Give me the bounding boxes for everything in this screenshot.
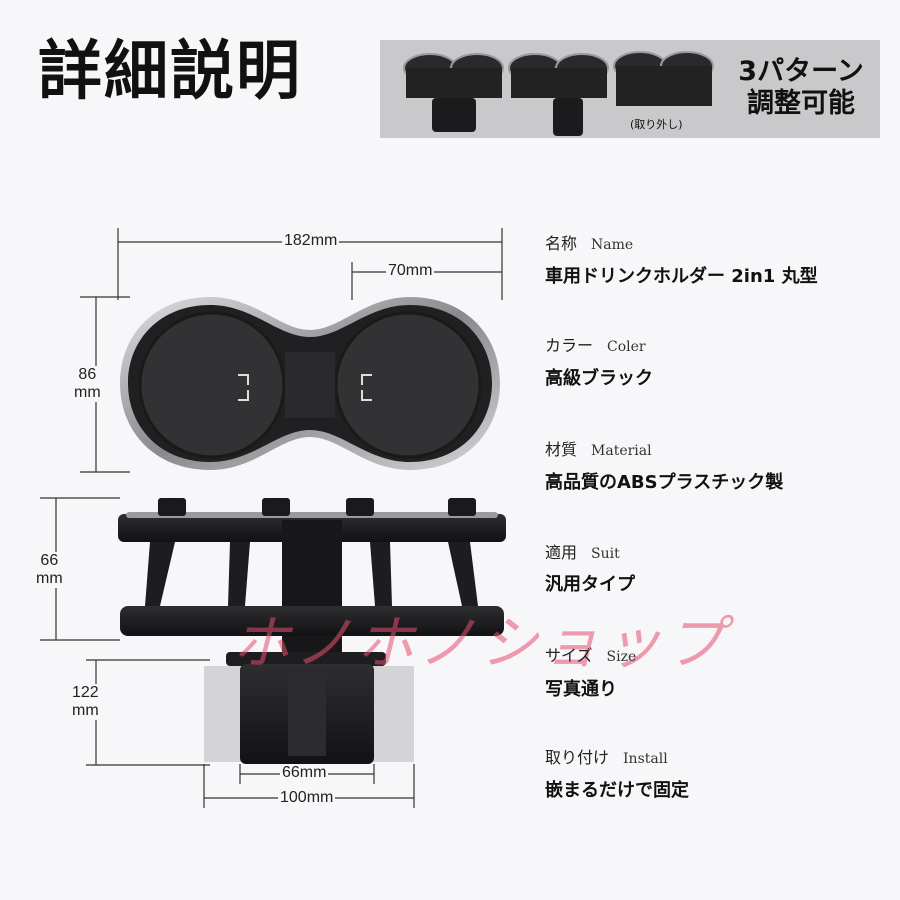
dim-total-width: 182mm: [282, 232, 340, 250]
side-view: [118, 498, 506, 764]
spec-material-value: 高品質のABSプラスチック製: [545, 472, 784, 493]
pattern-thumbnail-3: [613, 51, 714, 106]
spec-name-value: 車用ドリンクホルダー 2in1 丸型: [545, 266, 818, 287]
spec-install-label: 取り付け Install: [545, 744, 668, 768]
spec-material-label: 材質 Material: [545, 436, 652, 460]
dim-base-outer: 100mm: [278, 789, 336, 807]
spec-name-jp: 名称: [545, 234, 578, 253]
dim-base-inner: 66mm: [280, 764, 329, 782]
spec-material-en: Material: [591, 443, 652, 459]
spec-name-label: 名称 Name: [545, 230, 633, 254]
spec-name-en: Name: [591, 237, 634, 253]
dim-cup-width: 70mm: [386, 262, 435, 280]
spec-suit-value: 汎用タイプ: [545, 574, 635, 595]
banner-headline-line2: 調整可能: [747, 88, 855, 119]
spec-size-label: サイズ Size: [545, 642, 636, 666]
spec-size-value: 写真通り: [545, 679, 617, 700]
spec-color-value: 高級ブラック: [545, 368, 653, 389]
dim-holder-height: 66 mm: [34, 552, 65, 588]
spec-color-en: Coler: [607, 339, 646, 355]
banner-headline-line1: 3パターン: [738, 56, 864, 87]
spec-suit-label: 適用 Suit: [545, 539, 620, 563]
shop-watermark: ホノホノショップ: [232, 609, 729, 677]
spec-size-en: Size: [606, 649, 637, 665]
banner-headline: 3パターン 調整可能: [726, 56, 876, 120]
spec-color-label: カラー Coler: [545, 332, 646, 356]
spec-suit-en: Suit: [591, 546, 620, 562]
top-view: [120, 297, 500, 470]
spec-size-jp: サイズ: [545, 646, 593, 665]
spec-material-jp: 材質: [545, 440, 578, 459]
banner-sub-label: (取り外し): [630, 118, 683, 131]
spec-suit-jp: 適用: [545, 543, 578, 562]
dim-base-height: 122 mm: [70, 684, 101, 720]
dim-depth: 86 mm: [72, 366, 103, 402]
pattern-thumbnail-1: [403, 53, 504, 132]
spec-install-en: Install: [623, 751, 668, 767]
spec-install-value: 嵌まるだけで固定: [545, 780, 689, 801]
spec-color-jp: カラー: [545, 336, 594, 355]
pattern-thumbnail-2: [508, 53, 609, 136]
page-title: 詳細説明: [38, 35, 302, 109]
spec-install-jp: 取り付け: [545, 748, 610, 767]
